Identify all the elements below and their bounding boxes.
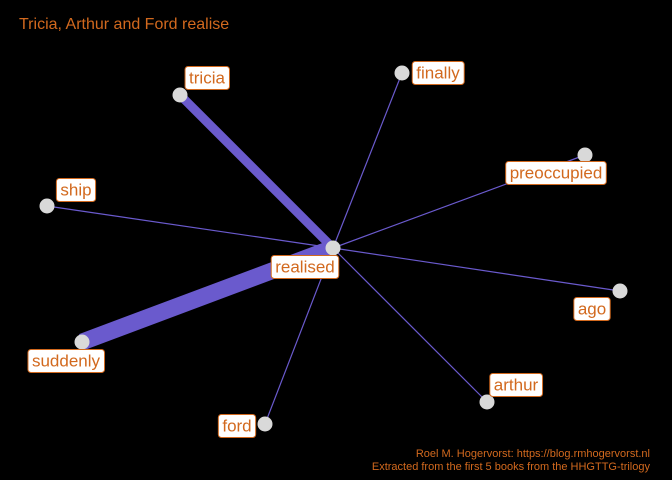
label-box-preoccupied [505,161,607,185]
label-text-arthur: arthur [494,376,539,395]
label-ship: ship [55,178,97,202]
label-box-tricia [184,66,230,90]
node-ship [39,198,55,214]
node-tricia [172,87,188,103]
node-ford [257,416,273,432]
label-box-finally [411,61,465,85]
label-realised: realised [270,255,340,279]
label-box-suddenly [27,349,106,373]
edge-realised-ship [46,205,334,249]
node-arthur [479,394,495,410]
label-ford: ford [217,414,257,438]
edge-realised-ago [332,247,621,292]
node-finally [394,65,410,81]
label-box-ship [55,178,97,202]
label-text-realised: realised [275,258,335,277]
label-text-ship: ship [60,181,91,200]
label-suddenly: suddenly [27,349,106,373]
label-text-ago: ago [578,300,606,319]
label-preoccupied: preoccupied [505,161,607,185]
edge-realised-arthur [332,247,488,403]
label-text-suddenly: suddenly [32,352,101,371]
caption-source: Extracted from the first 5 books from th… [371,461,650,473]
label-text-tricia: tricia [189,69,225,88]
label-text-finally: finally [416,64,460,83]
label-arthur: arthur [489,373,544,397]
figure-title: Tricia, Arthur and Ford realise [19,16,230,33]
edge-realised-tricia [176,91,337,252]
caption-author: Roel M. Hogervorst: https://blog.rmhoger… [415,448,650,460]
node-preoccupied [577,147,593,163]
edge-realised-finally [332,72,403,249]
label-text-preoccupied: preoccupied [510,164,603,183]
label-ago: ago [573,297,611,321]
label-box-ford [217,414,257,438]
node-suddenly [74,334,90,350]
node-ago [612,283,628,299]
node-realised [325,240,341,256]
label-box-realised [270,255,340,279]
label-tricia: tricia [184,66,230,90]
label-finally: finally [411,61,465,85]
label-box-ago [573,297,611,321]
label-text-ford: ford [222,417,251,436]
label-box-arthur [489,373,544,397]
